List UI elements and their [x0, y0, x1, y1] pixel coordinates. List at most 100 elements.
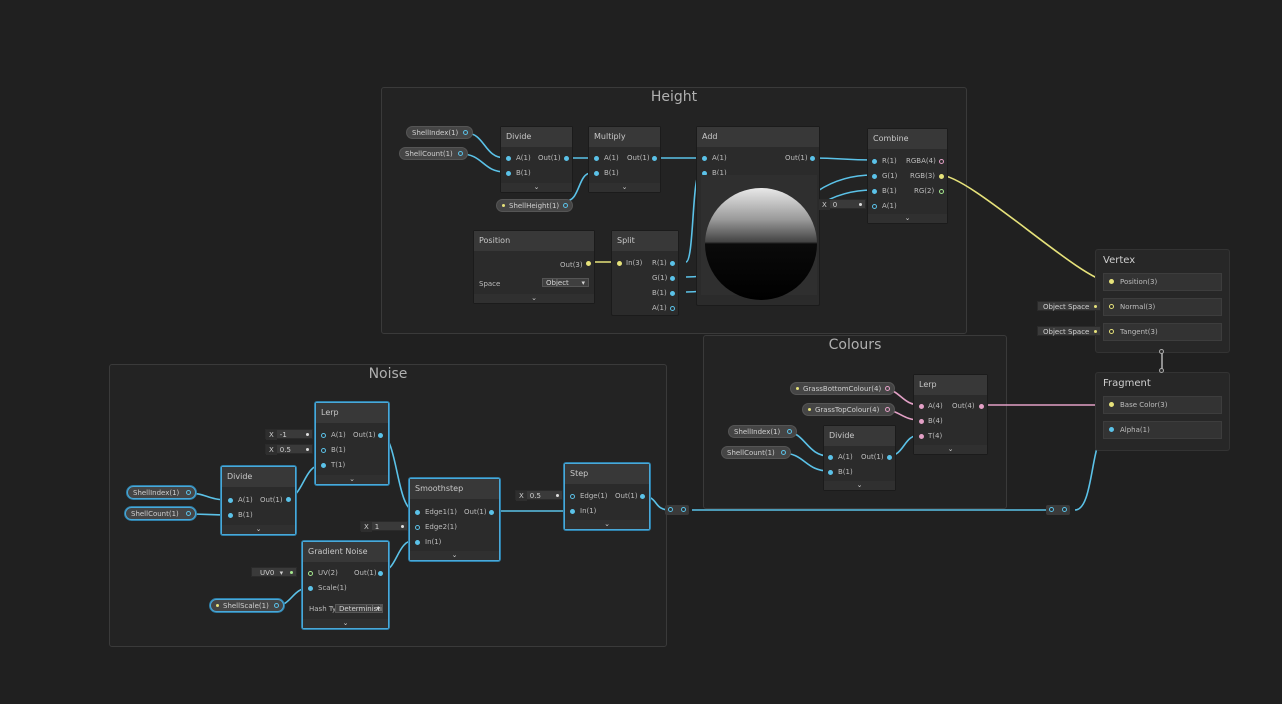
property-shell-index[interactable]: ShellIndex(1): [406, 126, 473, 139]
input-port-a[interactable]: [506, 156, 511, 161]
tangent-space-field[interactable]: Object Space: [1037, 326, 1101, 336]
input-port-t[interactable]: [919, 434, 924, 439]
input-port-a[interactable]: [594, 156, 599, 161]
input-port-b[interactable]: [594, 171, 599, 176]
collapse-chevron-icon[interactable]: ⌄: [565, 520, 649, 529]
output-port[interactable]: [378, 433, 383, 438]
input-port-a[interactable]: [228, 498, 233, 503]
node-step[interactable]: Step Edge(1) In(1) Out(1) ⌄: [564, 463, 650, 530]
input-port-b[interactable]: [321, 448, 326, 453]
output-port-g[interactable]: [670, 276, 675, 281]
input-port-scale[interactable]: [308, 586, 313, 591]
block-normal[interactable]: Normal(3): [1103, 298, 1222, 316]
output-port-rg[interactable]: [939, 189, 944, 194]
property-shell-height[interactable]: ShellHeight(1): [496, 199, 573, 212]
output-port[interactable]: [563, 203, 568, 208]
input-port-uv[interactable]: [308, 571, 313, 576]
collapse-chevron-icon[interactable]: ⌄: [824, 481, 895, 490]
reroute-port[interactable]: [681, 507, 686, 512]
input-port-b[interactable]: [919, 419, 924, 424]
output-port[interactable]: [274, 603, 279, 608]
output-port-a[interactable]: [670, 306, 675, 311]
input-port-a[interactable]: [702, 156, 707, 161]
input-port[interactable]: [1109, 402, 1114, 407]
output-port[interactable]: [652, 156, 657, 161]
input-port[interactable]: [1109, 427, 1114, 432]
reroute-port[interactable]: [1062, 507, 1067, 512]
collapse-chevron-icon[interactable]: ⌄: [316, 475, 388, 484]
node-smoothstep[interactable]: Smoothstep Edge1(1) Edge2(1) In(1) Out(1…: [409, 478, 500, 561]
normal-space-field[interactable]: Object Space: [1037, 301, 1101, 311]
fragment-context[interactable]: Fragment Base Color(3) Alpha(1): [1095, 372, 1230, 451]
node-divide[interactable]: Divide A(1) B(1) Out(1) ⌄: [500, 126, 573, 193]
property-shell-count[interactable]: ShellCount(1): [399, 147, 468, 160]
property-shell-count[interactable]: ShellCount(1): [125, 507, 196, 520]
reroute-port[interactable]: [668, 507, 673, 512]
input-port-in[interactable]: [570, 509, 575, 514]
property-shell-count[interactable]: ShellCount(1): [721, 446, 791, 459]
space-dropdown[interactable]: Object ▾: [542, 278, 589, 287]
output-port[interactable]: [458, 151, 463, 156]
output-port[interactable]: [186, 490, 191, 495]
output-port[interactable]: [781, 450, 786, 455]
node-combine[interactable]: Combine R(1) G(1) B(1) A(1) RGBA(4) RGB(…: [867, 128, 948, 224]
output-port-r[interactable]: [670, 261, 675, 266]
input-port-a[interactable]: [919, 404, 924, 409]
collapse-chevron-icon[interactable]: ⌄: [410, 551, 499, 560]
input-port-a[interactable]: [872, 204, 877, 209]
input-port-b[interactable]: [872, 189, 877, 194]
node-gradient-noise[interactable]: Gradient Noise UV(2) Scale(1) Out(1) Has…: [302, 541, 389, 629]
reroute-node[interactable]: [665, 505, 689, 515]
input-port[interactable]: [1109, 304, 1114, 309]
input-port-b[interactable]: [828, 470, 833, 475]
input-port-a[interactable]: [828, 455, 833, 460]
output-port[interactable]: [463, 130, 468, 135]
input-port-g[interactable]: [872, 174, 877, 179]
output-port-rgba[interactable]: [939, 159, 944, 164]
block-base-color[interactable]: Base Color(3): [1103, 396, 1222, 414]
node-split[interactable]: Split In(3) R(1) G(1) B(1) A(1): [611, 230, 679, 316]
property-shell-scale[interactable]: ShellScale(1): [210, 599, 284, 612]
uv-channel-field[interactable]: UV0 ▾: [251, 567, 297, 577]
node-add[interactable]: Add A(1) B(1) Out(1): [696, 126, 820, 306]
output-port[interactable]: [564, 156, 569, 161]
node-lerp-colour[interactable]: Lerp A(4) B(4) T(4) Out(4) ⌄: [913, 374, 988, 455]
node-divide-noise[interactable]: Divide A(1) B(1) Out(1) ⌄: [221, 466, 296, 535]
input-port-t[interactable]: [321, 463, 326, 468]
output-port[interactable]: [640, 494, 645, 499]
reroute-port[interactable]: [1049, 507, 1054, 512]
collapse-chevron-icon[interactable]: ⌄: [868, 214, 947, 223]
collapse-chevron-icon[interactable]: ⌄: [303, 619, 388, 628]
vertex-context[interactable]: Vertex Position(3) Normal(3) Tangent(3): [1095, 249, 1230, 353]
output-port-rgb[interactable]: [939, 174, 944, 179]
input-port-edge2[interactable]: [415, 525, 420, 530]
output-port[interactable]: [887, 455, 892, 460]
input-port-b[interactable]: [228, 513, 233, 518]
output-port[interactable]: [586, 261, 591, 266]
output-port[interactable]: [810, 156, 815, 161]
input-port[interactable]: [1109, 329, 1114, 334]
collapse-chevron-icon[interactable]: ⌄: [589, 183, 660, 192]
block-position[interactable]: Position(3): [1103, 273, 1222, 291]
output-port[interactable]: [186, 511, 191, 516]
node-multiply[interactable]: Multiply A(1) B(1) Out(1) ⌄: [588, 126, 661, 193]
input-port-a[interactable]: [321, 433, 326, 438]
output-port[interactable]: [378, 571, 383, 576]
default-value-field[interactable]: X-1: [265, 429, 313, 440]
property-shell-index[interactable]: ShellIndex(1): [127, 486, 196, 499]
input-port-edge1[interactable]: [415, 510, 420, 515]
input-port[interactable]: [617, 261, 622, 266]
output-port[interactable]: [489, 510, 494, 515]
output-port-b[interactable]: [670, 291, 675, 296]
property-shell-index[interactable]: ShellIndex(1): [728, 425, 797, 438]
reroute-node[interactable]: [1046, 505, 1070, 515]
collapse-chevron-icon[interactable]: ⌄: [474, 294, 594, 303]
collapse-chevron-icon[interactable]: ⌄: [501, 183, 572, 192]
input-port-r[interactable]: [872, 159, 877, 164]
output-port[interactable]: [286, 497, 291, 502]
node-lerp-noise[interactable]: Lerp A(1) B(1) T(1) Out(1) ⌄: [315, 402, 389, 485]
